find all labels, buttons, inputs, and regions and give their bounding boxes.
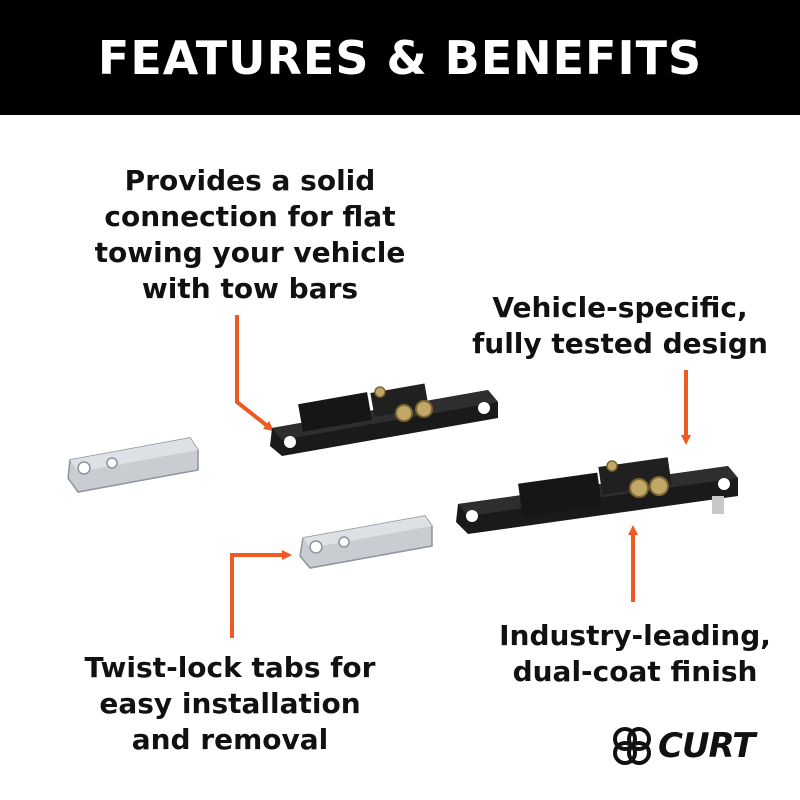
curt-logo: CURT [612, 724, 772, 768]
callout-line: towing your vehicle [94, 236, 406, 269]
callout-line: Vehicle-specific, [492, 291, 748, 324]
arrow-twist-lock [230, 550, 292, 638]
callout-finish: Industry-leading, dual-coat finish [470, 618, 800, 690]
callout-vehicle-specific: Vehicle-specific, fully tested design [450, 290, 790, 362]
callout-line: Twist-lock tabs for [84, 651, 376, 684]
callout-line: fully tested design [472, 327, 768, 360]
callout-line: Provides a solid [124, 164, 376, 197]
callout-solid-connection: Provides a solid connection for flat tow… [70, 163, 430, 307]
twist-lock-tab-center [299, 515, 433, 569]
callout-line: easy installation [99, 687, 361, 720]
bracket-upper [270, 383, 498, 456]
callout-line: connection for flat [104, 200, 396, 233]
brand-name: CURT [658, 726, 755, 766]
callout-line: dual-coat finish [512, 655, 758, 688]
callout-twist-lock: Twist-lock tabs for easy installation an… [60, 650, 400, 758]
arrow-solid-connection [235, 315, 274, 432]
twist-lock-tab-left [67, 437, 199, 493]
callout-line: and removal [131, 723, 329, 756]
callout-line: with tow bars [141, 272, 359, 305]
curt-emblem-icon [613, 727, 651, 765]
callout-line: Industry-leading, [499, 619, 771, 652]
header-bar: FEATURES & BENEFITS [0, 0, 800, 115]
bracket-lower [456, 457, 738, 534]
page-title: FEATURES & BENEFITS [97, 30, 703, 85]
